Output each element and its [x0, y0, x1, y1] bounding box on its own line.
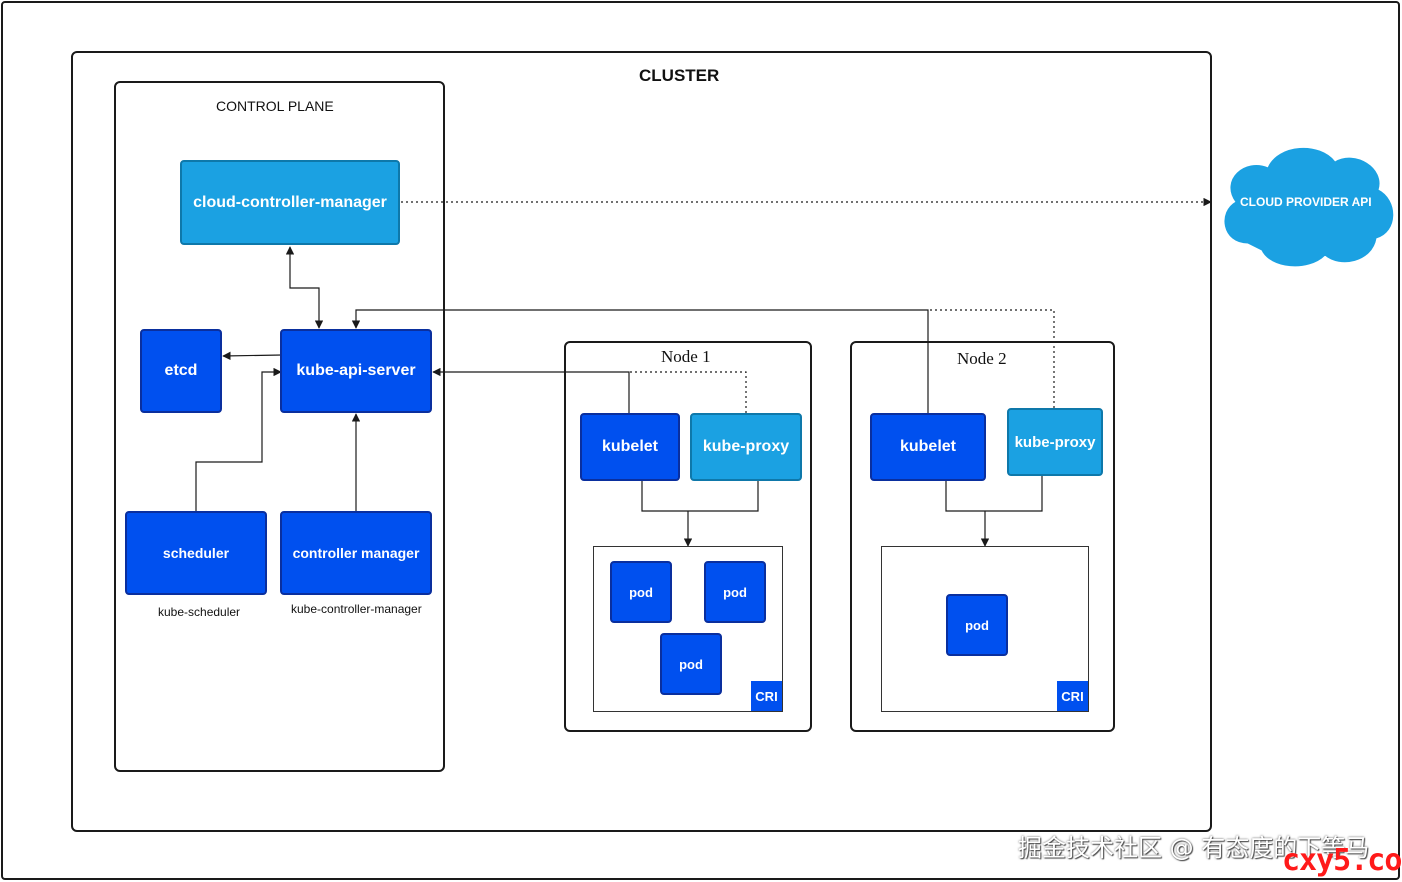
node1-to-runtime-connector	[641, 481, 759, 546]
cluster-title: CLUSTER	[639, 66, 720, 85]
node2-title: Node 2	[957, 349, 1007, 368]
node2-frame	[850, 341, 1115, 732]
node1-pod-3[interactable]: pod	[660, 633, 722, 695]
node2-kubelet-box[interactable]: kubelet	[870, 413, 986, 481]
watermark-site: cxy5.com	[1282, 843, 1402, 878]
node1-pod-1[interactable]: pod	[610, 561, 672, 623]
kube-api-server-box[interactable]: kube-api-server	[280, 329, 432, 413]
watermark-text: 掘金技术社区 @ 有态度的下等马	[1018, 834, 1370, 862]
cloud-controller-manager-box[interactable]: cloud-controller-manager	[180, 160, 400, 245]
cloud-provider-label: CLOUD PROVIDER API	[1240, 195, 1372, 209]
cluster-frame	[71, 51, 1212, 832]
node2-pod-1[interactable]: pod	[946, 594, 1008, 656]
node1-kubelet-to-api-connector	[432, 367, 630, 413]
node1-frame	[564, 341, 812, 732]
node2-to-runtime-connector	[945, 476, 1043, 546]
controller-manager-caption: kube-controller-manager	[291, 602, 422, 616]
ccm-api-connector	[285, 246, 324, 329]
node2-kube-proxy-box[interactable]: kube-proxy	[1007, 408, 1103, 476]
node1-cri-badge: CRI	[751, 681, 782, 711]
node2-cri-badge: CRI	[1057, 681, 1088, 711]
node1-kube-proxy-box[interactable]: kube-proxy	[690, 413, 802, 481]
node1-kubelet-box[interactable]: kubelet	[580, 413, 680, 481]
node1-title: Node 1	[661, 347, 711, 366]
api-to-etcd-connector	[222, 351, 283, 361]
scheduler-to-api-connector	[195, 367, 282, 511]
control-plane-frame	[114, 81, 445, 772]
control-plane-title: CONTROL PLANE	[216, 98, 334, 114]
node2-proxy-connector	[928, 309, 1055, 408]
controller-manager-box[interactable]: controller manager	[280, 511, 432, 595]
scheduler-caption: kube-scheduler	[158, 605, 241, 619]
node2-kubelet-to-api-connector	[351, 309, 929, 413]
etcd-box[interactable]: etcd	[140, 329, 222, 413]
scheduler-box[interactable]: scheduler	[125, 511, 267, 595]
node1-pod-2[interactable]: pod	[704, 561, 766, 623]
node1-proxy-connector	[629, 371, 747, 413]
cloud-provider-shape	[1224, 148, 1394, 267]
